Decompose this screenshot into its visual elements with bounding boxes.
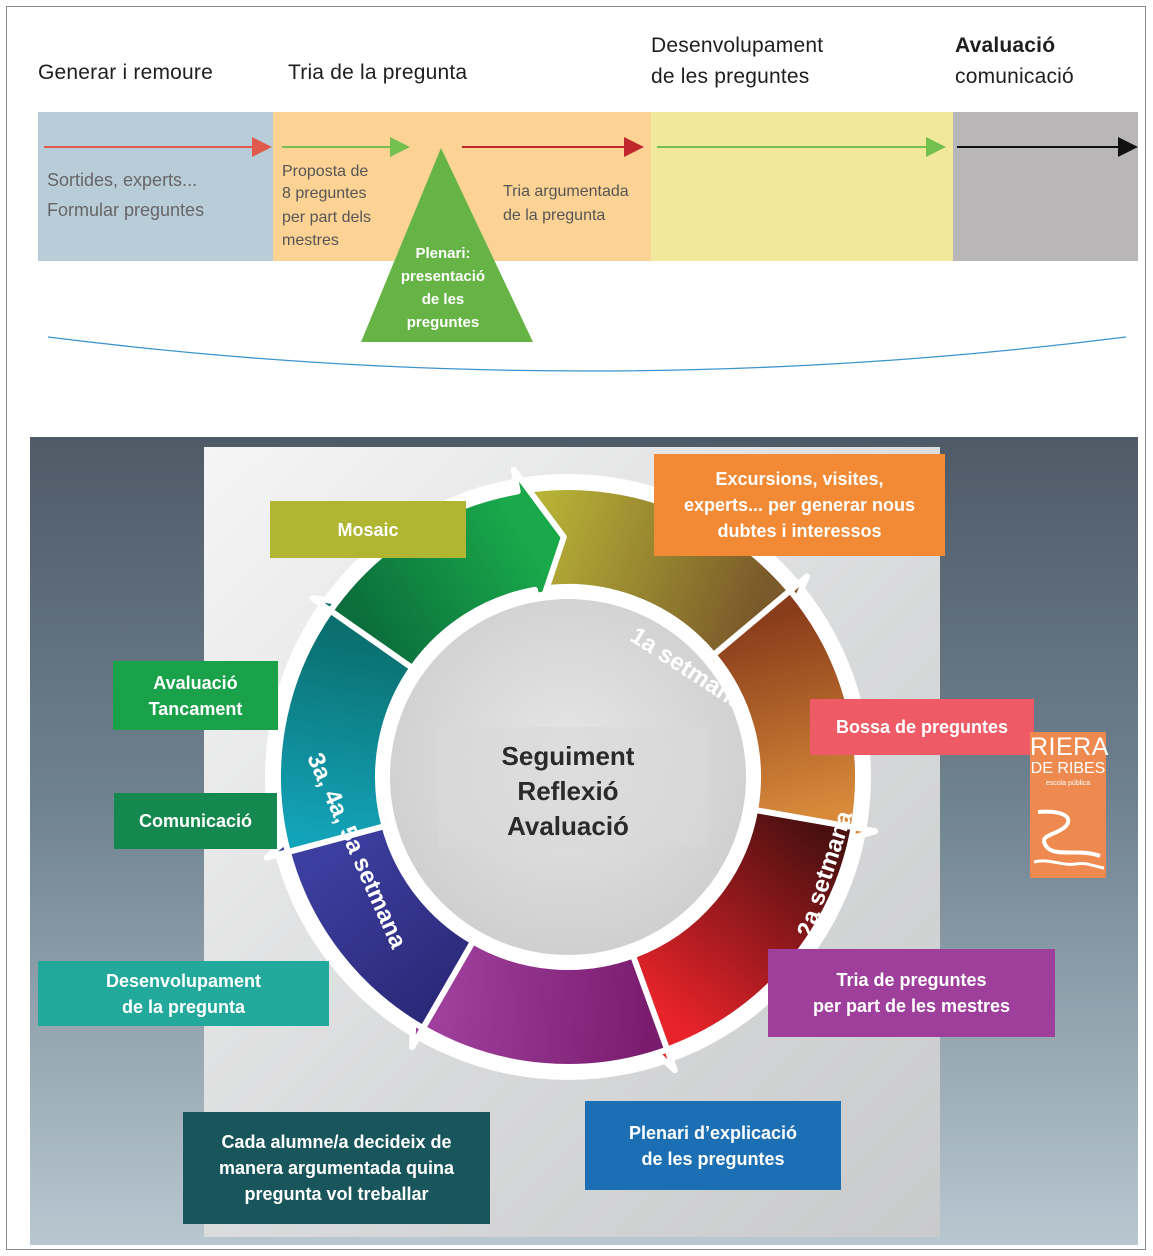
note-proposta-1: Proposta de xyxy=(282,163,369,180)
step-bossa-text: Bossa de preguntes xyxy=(836,714,1008,740)
center-line-seguiment: Seguiment xyxy=(501,741,635,771)
phase-title-desenvolupament-1: Desenvolupament xyxy=(651,34,824,57)
step-plenari-explicacio: Plenari d’explicació de les preguntes xyxy=(585,1101,841,1190)
note-tria-1: Tria argumentada xyxy=(503,183,629,200)
step-line: Cada alumne/a decideix de xyxy=(221,1132,452,1152)
phase-title-comunicacio: comunicació xyxy=(955,65,1074,88)
river-icon xyxy=(1033,809,1105,870)
step-comunicacio: Comunicació xyxy=(114,793,277,849)
plenari-line-3: de les xyxy=(421,291,465,308)
note-tria-2: de la pregunta xyxy=(503,207,606,224)
plenari-label: Plenari: presentació de les preguntes xyxy=(388,242,498,334)
step-line: Tancament xyxy=(148,698,243,719)
step-line: de la pregunta xyxy=(121,996,245,1017)
step-mosaic: Mosaic xyxy=(270,501,466,558)
note-generar-2: Formular preguntes xyxy=(47,200,205,220)
timeline-band-generar xyxy=(38,112,273,261)
step-desenvolupament-pregunta-text: Desenvolupament de la pregunta xyxy=(106,968,261,1020)
logo-line-1: RIERA xyxy=(1030,733,1109,761)
timeline-curve xyxy=(47,336,1127,372)
step-desenvolupament-pregunta: Desenvolupament de la pregunta xyxy=(38,961,329,1026)
phase-title-tria: Tria de la pregunta xyxy=(288,61,468,84)
plenari-line-4: preguntes xyxy=(406,314,480,331)
step-line: per part de les mestres xyxy=(812,996,1011,1016)
step-line: Plenari d’explicació xyxy=(628,1122,798,1143)
step-line: experts... per generar nous xyxy=(683,495,916,515)
phase-title-desenvolupament-2: de les preguntes xyxy=(651,65,810,88)
logo-line-2: DE RIBES xyxy=(1030,760,1106,777)
step-line: Comunicació xyxy=(138,811,253,831)
cycle-arrow-segment xyxy=(514,484,811,673)
step-line: pregunta vol treballar xyxy=(244,1184,429,1204)
plenari-triangle xyxy=(361,148,533,342)
step-mosaic-text: Mosaic xyxy=(337,517,398,543)
step-line: Desenvolupament xyxy=(105,970,262,991)
step-line: Bossa de preguntes xyxy=(835,717,1009,737)
note-proposta-2: 8 preguntes xyxy=(282,185,367,202)
timeline-overlay xyxy=(44,137,1138,372)
logo-line-3: escola pública xyxy=(1045,780,1091,787)
note-proposta-4: mestres xyxy=(282,232,339,249)
phase-title-avaluacio: Avaluació xyxy=(955,34,1056,57)
cycle-arrow-segment xyxy=(710,587,879,859)
timeline-band-desenvolupament xyxy=(651,112,953,261)
cycle-ring xyxy=(263,466,879,1080)
step-line: dubtes i interessos xyxy=(717,521,882,541)
cycle-arrow-segment xyxy=(610,806,857,1074)
plenari-line-2: presentació xyxy=(400,268,486,285)
step-line: Mosaic xyxy=(337,519,399,540)
step-tria-preguntes-text: Tria de preguntes per part de les mestres xyxy=(813,967,1010,1019)
cycle-arrow-segment xyxy=(275,595,434,856)
step-line: manera argumentada quina xyxy=(218,1158,455,1178)
note-proposta-3: per part dels xyxy=(282,209,371,226)
cycle-arrow-segment xyxy=(409,919,671,1070)
cycle-center-text: Seguiment Reflexió Avaluació xyxy=(468,739,668,844)
diagram-frame xyxy=(6,6,1146,1250)
step-excursions-text: Excursions, visites, experts... per gener… xyxy=(684,466,915,544)
step-comunicacio-text: Comunicació xyxy=(139,808,252,834)
riera-de-ribes-logo: RIERA DE RIBES escola pública xyxy=(1030,732,1109,878)
timeline-band-avaluacio xyxy=(953,112,1138,261)
step-plenari-explicacio-text: Plenari d’explicació de les preguntes xyxy=(629,1120,797,1172)
step-cada-alumne-text: Cada alumne/a decideix de manera argument… xyxy=(219,1129,454,1207)
cycle-arrow-segment xyxy=(263,799,476,1032)
step-excursions: Excursions, visites, experts... per gener… xyxy=(654,454,945,556)
center-line-reflexio: Reflexió xyxy=(517,776,619,806)
center-line-avaluacio: Avaluació xyxy=(507,811,629,841)
step-line: Avaluació xyxy=(153,672,238,693)
step-line: Excursions, visites, xyxy=(715,469,884,489)
step-tria-preguntes: Tria de preguntes per part de les mestres xyxy=(768,949,1055,1037)
note-generar-1: Sortides, experts... xyxy=(47,170,198,190)
step-line: de les preguntes xyxy=(641,1148,785,1169)
phase-title-generar: Generar i remoure xyxy=(38,61,213,84)
step-cada-alumne: Cada alumne/a decideix de manera argument… xyxy=(183,1112,490,1224)
step-bossa: Bossa de preguntes xyxy=(810,699,1034,755)
plenari-line-1: Plenari: xyxy=(415,245,471,262)
step-line: Tria de preguntes xyxy=(836,970,987,990)
cycle-panel: Seguiment Reflexió Avaluació 1a setmana … xyxy=(30,437,1138,1245)
